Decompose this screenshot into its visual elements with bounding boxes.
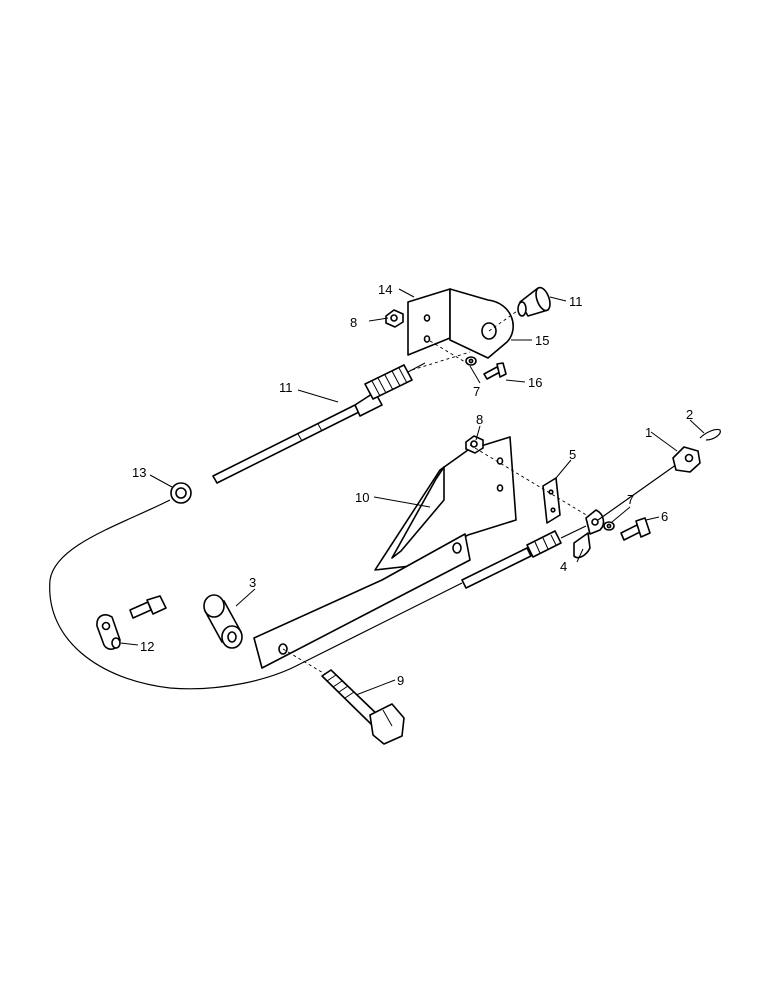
washer-lower — [603, 521, 615, 531]
cable-inner-run — [299, 582, 463, 665]
spacer — [203, 594, 243, 649]
control-knob — [517, 286, 551, 317]
callout-2: 2 — [686, 407, 693, 422]
grommet — [170, 482, 192, 504]
callout-3: 3 — [249, 575, 256, 590]
callout-14: 14 — [378, 282, 392, 297]
bracket-dash-lines — [429, 308, 521, 366]
callout-12: 12 — [140, 639, 154, 654]
callouts: 1 2 3 4 5 6 7 7 8 8 9 10 11 11 12 13 14 … — [132, 282, 693, 688]
cable-clip — [573, 509, 605, 559]
callout-5: 5 — [569, 447, 576, 462]
callout-11-knob: 11 — [569, 294, 583, 309]
callout-9: 9 — [397, 673, 404, 688]
callout-8-upper: 8 — [350, 315, 357, 330]
callout-4: 4 — [560, 559, 567, 574]
rod-end — [672, 446, 701, 473]
mounting-bracket — [407, 288, 514, 359]
leader-lines — [120, 288, 705, 696]
long-bolt — [321, 669, 405, 745]
nut-lower — [465, 435, 484, 454]
callout-7-lower: 7 — [627, 492, 634, 507]
bolt-16 — [483, 362, 507, 380]
control-cable-lower — [461, 525, 587, 589]
control-cable-upper — [212, 362, 426, 484]
callout-10: 10 — [355, 490, 369, 505]
callout-8-lower: 8 — [476, 412, 483, 427]
main-bracket — [253, 436, 517, 669]
callout-1: 1 — [645, 425, 652, 440]
nut-upper — [385, 309, 404, 328]
callout-7-upper: 7 — [473, 384, 480, 399]
callout-11-cable: 11 — [279, 380, 293, 395]
bolt-6 — [620, 517, 651, 541]
washer-upper — [465, 356, 477, 366]
callout-13: 13 — [132, 465, 146, 480]
callout-6: 6 — [661, 509, 668, 524]
cable-wire — [597, 461, 681, 521]
callout-15: 15 — [535, 333, 549, 348]
clamp-plate — [542, 477, 561, 524]
cable-clamp — [96, 595, 167, 650]
cable-loop — [49, 499, 301, 690]
cotter-pin — [699, 428, 721, 441]
cable-upper-dash — [411, 351, 471, 371]
callout-16: 16 — [528, 375, 542, 390]
cable-lower-dash — [282, 444, 599, 678]
